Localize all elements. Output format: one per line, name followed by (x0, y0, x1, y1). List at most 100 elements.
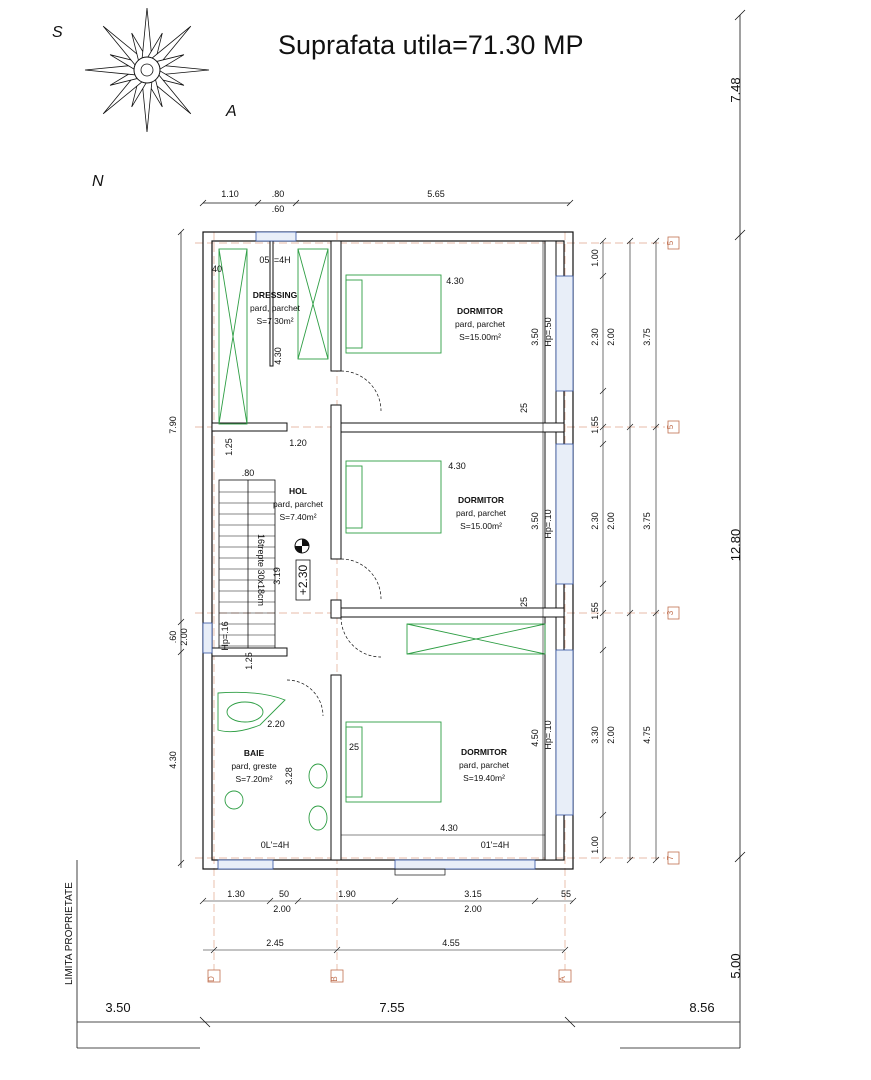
int-dim-13: 4.30 (446, 276, 464, 286)
right-dim-c3-2: 3.75 (642, 512, 652, 530)
top-dim-c: .60 (272, 204, 285, 214)
axis-label-5b: 5 (666, 424, 675, 429)
dim-tick (599, 440, 607, 448)
window-height-1: Hp=.50 (543, 317, 553, 346)
dim-tick (294, 897, 302, 905)
room-finish: pard, parchet (456, 508, 507, 518)
bottom-dim-2: 50 (279, 889, 289, 899)
room-area: S=7.20m² (235, 774, 272, 784)
int-dim-8: 2.20 (267, 719, 285, 729)
int-dim-7: 1.25 (244, 652, 254, 670)
dim-tick (599, 811, 607, 819)
stairs (218, 479, 276, 649)
left-dim-c: 2.00 (179, 628, 189, 646)
site-top-dim: 7.48 (728, 77, 743, 102)
room-name: HOL (289, 486, 307, 496)
room-finish: pard, parchet (273, 499, 324, 509)
room-finish: pard, parchet (250, 303, 301, 313)
site-depth-dim: 12.80 (728, 529, 743, 562)
room-name: DRESSING (253, 290, 298, 300)
compass-rose (84, 7, 210, 133)
int-dim-15: 4.30 (440, 823, 458, 833)
dim-tick (626, 856, 634, 864)
room-name: BAIE (244, 748, 265, 758)
window-height-4: Hp=.16 (220, 621, 230, 650)
compass-label-n: N (92, 173, 104, 190)
room-name: DORMITOR (461, 747, 507, 757)
property-limit-label: LIMITA PROPRIETATE (64, 882, 75, 985)
axis-label-a: A (558, 976, 567, 982)
dim-tick (626, 237, 634, 245)
axis-label-d: D (207, 976, 216, 982)
int-dim-9: 3.28 (284, 767, 294, 785)
dim-tick (652, 609, 660, 617)
site-bottom-dim: 5.00 (728, 953, 743, 978)
dim-tick (599, 609, 607, 617)
room-finish: pard, parchet (455, 319, 506, 329)
right-dim-c1-5: 1.55 (590, 602, 600, 620)
windows (202, 231, 574, 870)
room-baie: BAIE pard, greste S=7.20m² (231, 748, 277, 784)
dim-tick (599, 423, 607, 431)
bottom-dim-1: 1.30 (227, 889, 245, 899)
room-area: S=7.30m² (256, 316, 293, 326)
int-dim-4: 1.25 (224, 438, 234, 456)
int-dim-3: 1.20 (289, 438, 307, 448)
inner-dim-3: 4.50 (530, 729, 540, 747)
right-dim-c3-3: 4.75 (642, 726, 652, 744)
window-height-3: Hp=.10 (543, 720, 553, 749)
window-label-1: 05 l=4H (259, 255, 290, 265)
left-dim-a: 7.90 (168, 416, 178, 434)
room-area: S=7.40m² (279, 512, 316, 522)
right-dim-c1-3: 1.55 (590, 416, 600, 434)
window-label-3: 01'=4H (481, 840, 510, 850)
axis-label-3: 3 (666, 610, 675, 615)
dim-tick (652, 856, 660, 864)
compass-label-a: A (225, 103, 237, 120)
left-dim-b: .60 (168, 631, 178, 644)
dim-tick (199, 897, 207, 905)
dim-tick (626, 423, 634, 431)
stairs-label: 16trepte 30x18cm (256, 534, 266, 606)
room-finish: pard, parchet (459, 760, 510, 770)
bottom-dim-5: 55 (561, 889, 571, 899)
furniture (217, 248, 546, 831)
site-width-dim: 7.55 (379, 1000, 404, 1015)
room-finish: pard, greste (231, 761, 277, 771)
level-label: +2.30 (296, 564, 310, 595)
dim-tick (652, 423, 660, 431)
int-dim-10: 25 (519, 403, 529, 413)
dim-tick (599, 272, 607, 280)
axis-label-7: 7 (666, 855, 675, 860)
right-dim-c2-1: 2.00 (606, 328, 616, 346)
level-marker (294, 538, 311, 601)
top-dim-a: 1.10 (221, 189, 239, 199)
dim-tick (599, 580, 607, 588)
axis-label-5a: 5 (666, 240, 675, 245)
dim-tick (561, 946, 569, 954)
dim-tick (599, 646, 607, 654)
bottom-dim-6: 2.00 (273, 904, 291, 914)
room-area: S=15.00m² (459, 332, 501, 342)
doors (286, 370, 382, 717)
dim-tick (266, 897, 274, 905)
room-area: S=19.40m² (463, 773, 505, 783)
axis-label-b: B (330, 976, 339, 981)
room-dormitor-3: DORMITOR pard, parchet S=19.40m² (459, 747, 510, 783)
inner-dim-2: 3.50 (530, 512, 540, 530)
int-dim-14: 4.30 (448, 461, 466, 471)
window-label-2: 0L'=4H (261, 840, 290, 850)
site-left-dim: 3.50 (105, 1000, 130, 1015)
inner-dim-1: 3.50 (530, 328, 540, 346)
right-dim-c1-4: 2.30 (590, 512, 600, 530)
int-dim-2: 4.30 (273, 347, 283, 365)
dim-tick (599, 856, 607, 864)
int-dim-11: 25 (519, 597, 529, 607)
right-dim-c1-2: 2.30 (590, 328, 600, 346)
int-dim-12: 25 (349, 742, 359, 752)
page-title: Suprafata utila=71.30 MP (278, 30, 584, 60)
dim-tick (599, 387, 607, 395)
bottom-dim-8: 2.45 (266, 938, 284, 948)
top-dim-b: .80 (272, 189, 285, 199)
